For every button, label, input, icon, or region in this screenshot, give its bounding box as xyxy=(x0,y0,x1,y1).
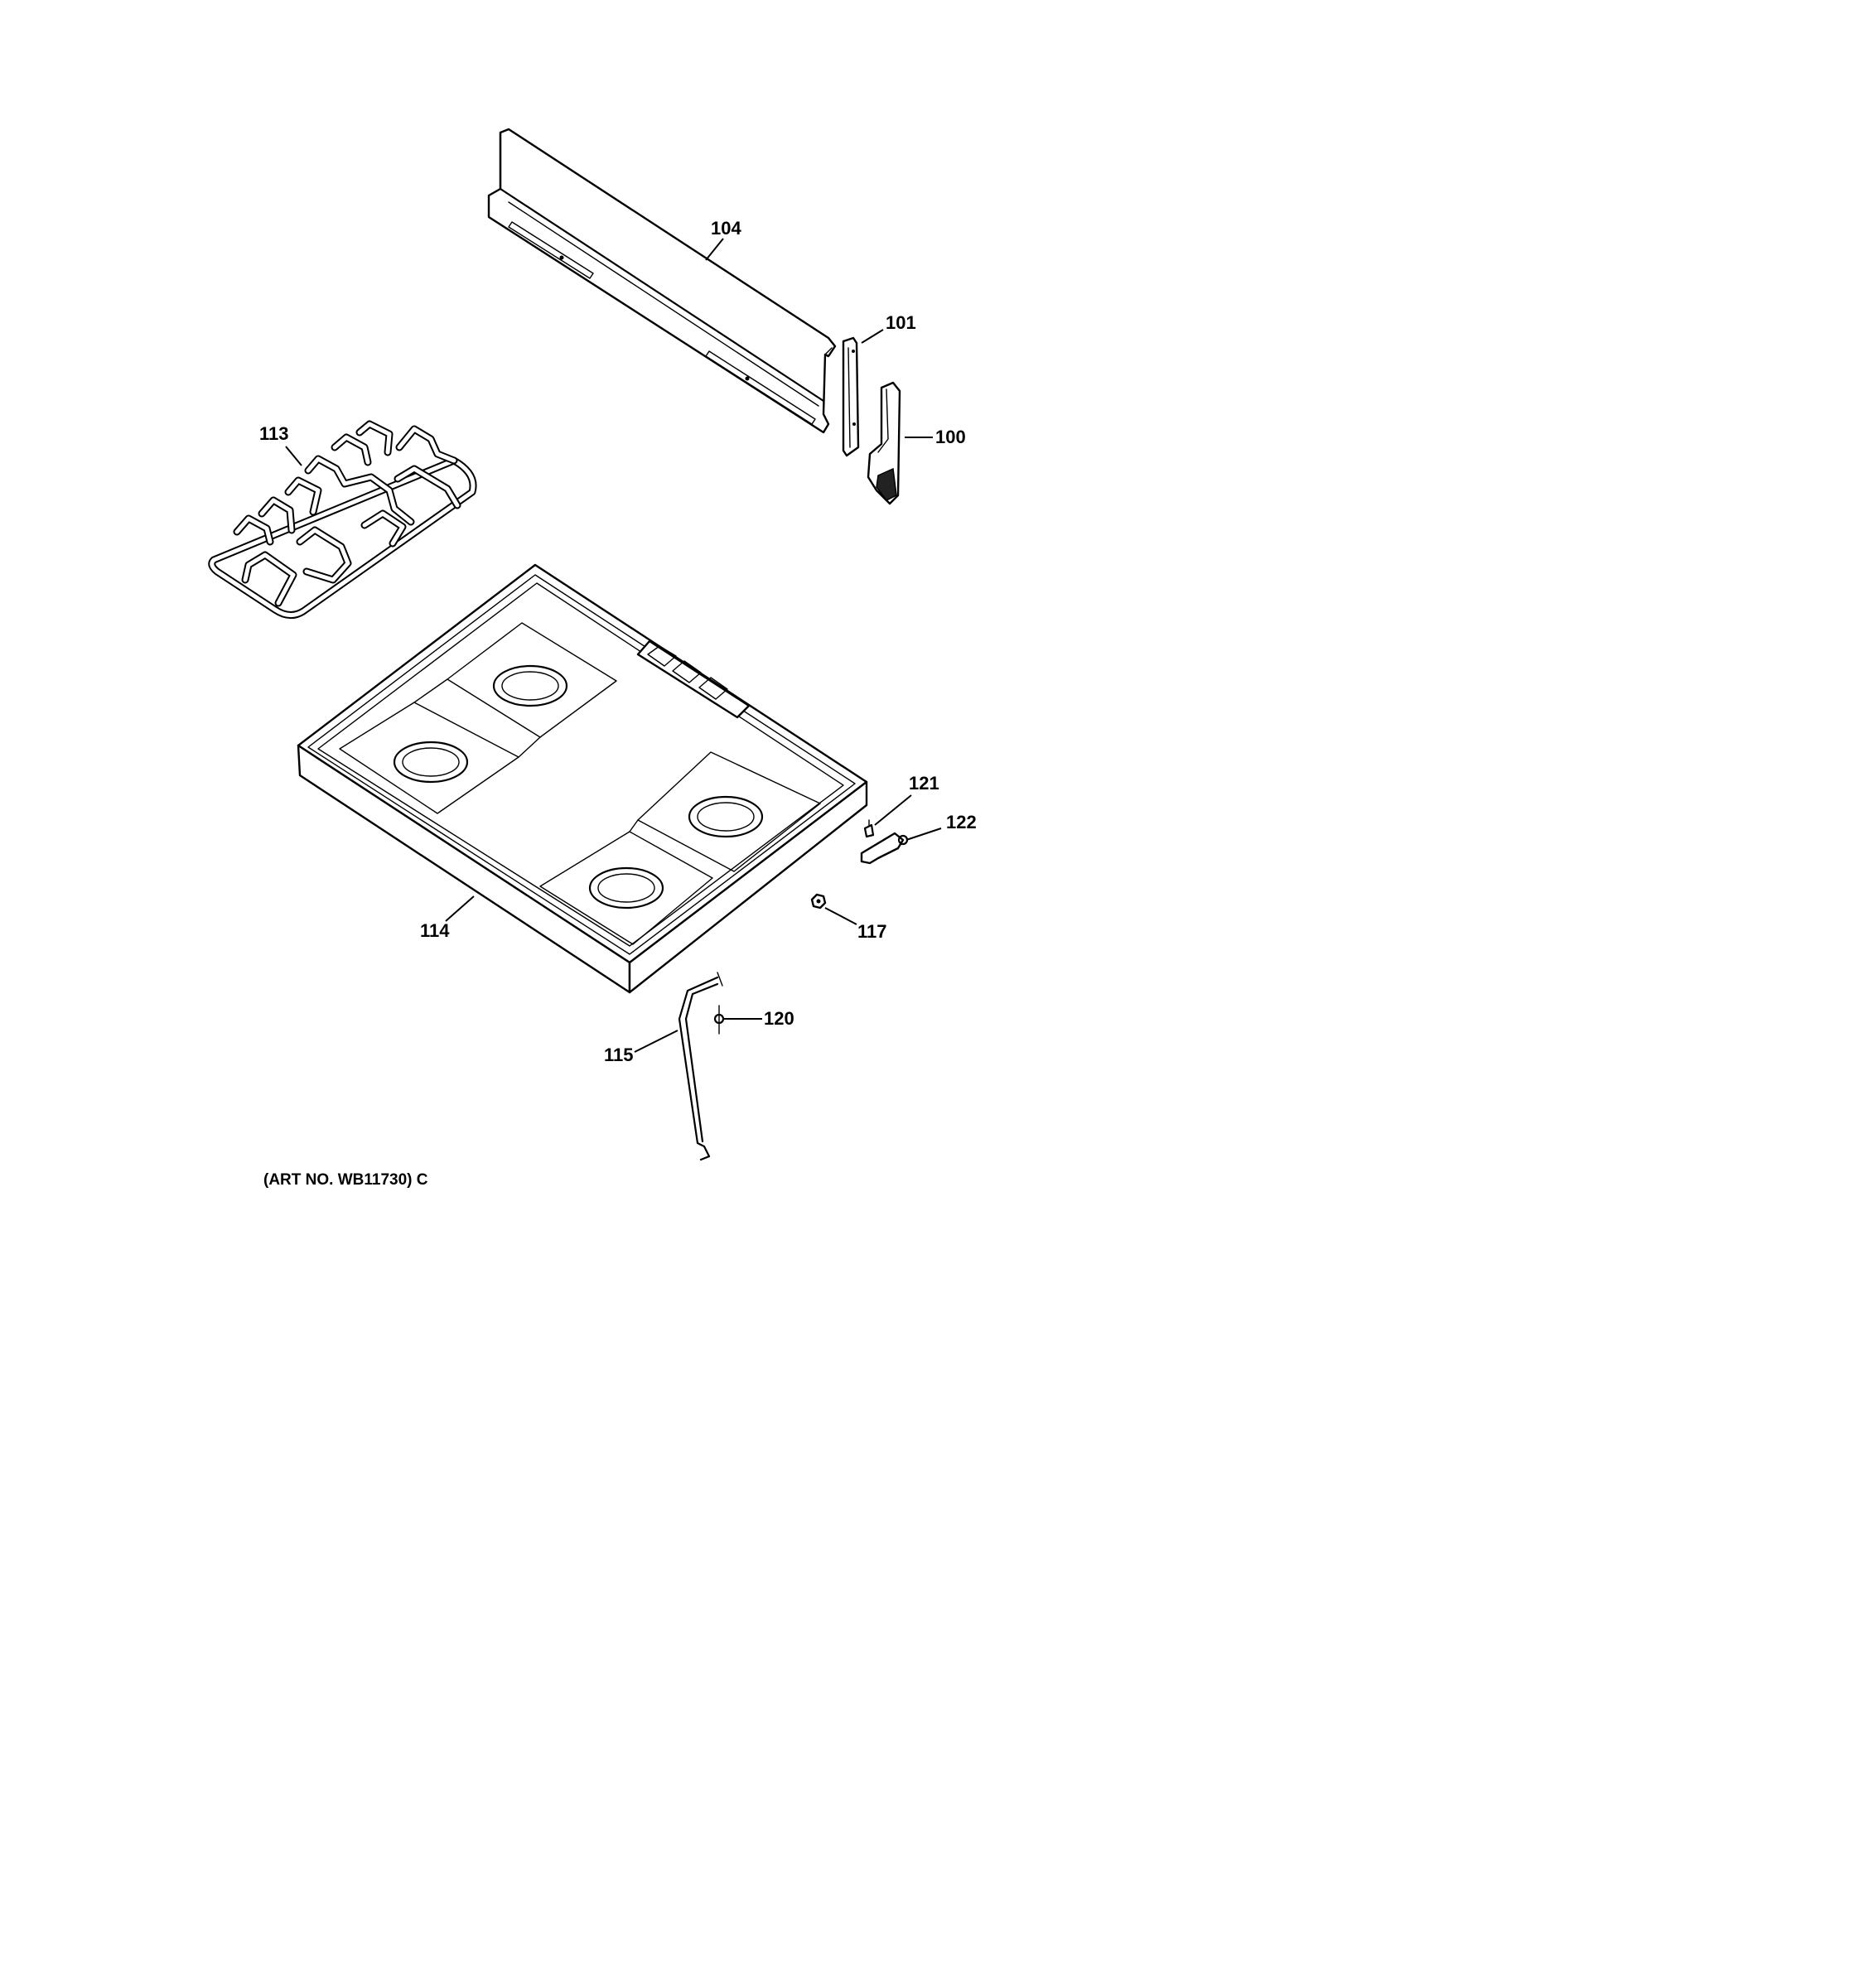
art-number-caption: (ART NO. WB11730) C xyxy=(263,1171,428,1189)
parts-diagram-page: 104 101 100 113 114 121 122 117 115 120 … xyxy=(0,0,1218,1299)
callout-101: 101 xyxy=(886,312,916,333)
callout-121: 121 xyxy=(909,773,939,794)
endcap-part xyxy=(867,381,901,505)
callout-122: 122 xyxy=(946,812,977,832)
bracket-part xyxy=(842,336,860,457)
screw2-part xyxy=(713,1005,725,1035)
leader-lines xyxy=(285,238,942,1053)
callout-120: 120 xyxy=(764,1008,794,1029)
callout-113: 113 xyxy=(259,423,289,444)
rod-part xyxy=(678,972,723,1161)
callout-115: 115 xyxy=(604,1045,634,1065)
clip-part xyxy=(860,832,909,865)
exploded-view-drawing xyxy=(208,128,942,1161)
nut-part xyxy=(810,893,827,910)
callout-114: 114 xyxy=(420,920,450,941)
callout-100: 100 xyxy=(935,427,966,447)
screw-part xyxy=(863,819,875,838)
callout-104: 104 xyxy=(711,218,741,239)
callout-117: 117 xyxy=(857,921,887,942)
cooktop-part xyxy=(297,563,868,994)
grate-part xyxy=(208,420,477,619)
backguard-part xyxy=(487,128,837,434)
